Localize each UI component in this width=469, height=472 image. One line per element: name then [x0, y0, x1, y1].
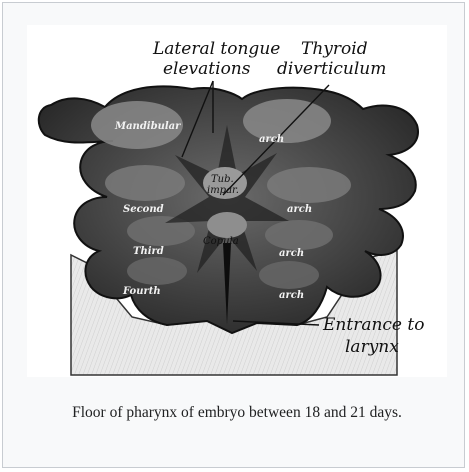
- figure-caption: Floor of pharynx of embryo between 18 an…: [27, 399, 447, 427]
- label-mandibular: Mandibular: [115, 122, 180, 132]
- label-tub: Tub.: [211, 175, 234, 185]
- image-thumbnail: Lateral tongue elevations Thyroid divert…: [2, 2, 465, 468]
- label-elevations: elevations: [163, 61, 250, 78]
- label-third: Third: [133, 247, 164, 257]
- label-lateral-tongue: Lateral tongue: [153, 41, 280, 58]
- label-copula: Copula: [203, 237, 239, 247]
- label-arch-3: arch: [279, 249, 304, 259]
- label-diverticulum: diverticulum: [277, 61, 386, 78]
- label-entrance-to: Entrance to: [323, 317, 424, 334]
- anatomy-illustration[interactable]: Lateral tongue elevations Thyroid divert…: [27, 25, 447, 377]
- label-second: Second: [123, 205, 164, 215]
- label-impar: impar.: [207, 186, 239, 196]
- label-arch-2: arch: [287, 205, 312, 215]
- label-arch-4: arch: [279, 291, 304, 301]
- label-arch-1: arch: [259, 135, 284, 145]
- label-larynx: larynx: [345, 339, 399, 356]
- label-fourth: Fourth: [123, 287, 161, 297]
- label-thyroid: Thyroid: [301, 41, 368, 58]
